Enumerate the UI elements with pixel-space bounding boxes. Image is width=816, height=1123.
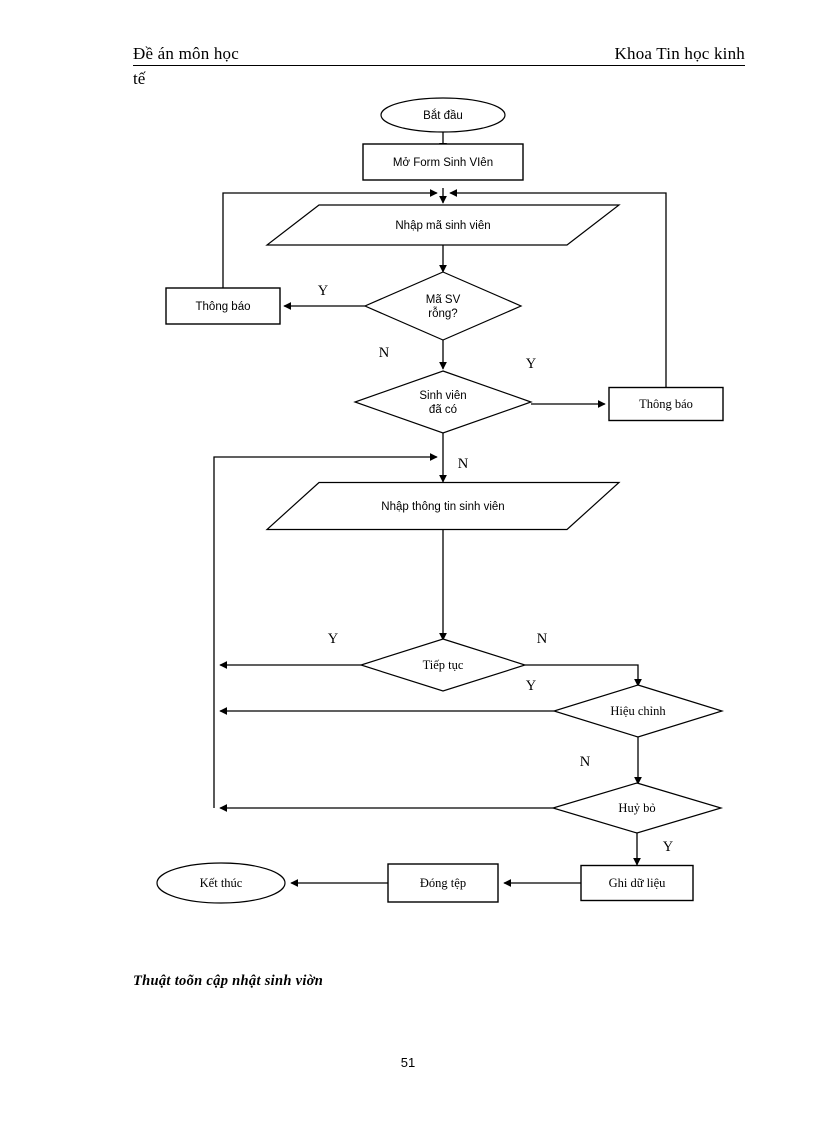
flow-node-label-msg1: Thông báo bbox=[196, 301, 251, 313]
flow-node-shape-start bbox=[380, 97, 506, 133]
flow-node-label-emptycode: rỗng? bbox=[428, 307, 457, 320]
edge-label-lbl-edit-y: Y bbox=[526, 678, 537, 694]
header-wrapped-text: tế bbox=[133, 69, 146, 88]
flow-node-shape-msg2 bbox=[608, 386, 724, 422]
edge-msg1-loopback bbox=[222, 189, 438, 288]
flow-node-inputinfo: Nhập thông tin sinh viên bbox=[265, 481, 621, 531]
flow-node-edit: Hiệu chỉnh bbox=[551, 684, 725, 738]
edge-msg2-loopback bbox=[449, 189, 667, 388]
flow-node-label-inputinfo: Nhập thông tin sinh viên bbox=[381, 501, 504, 513]
flow-node-label-savedata: Ghi dữ liệu bbox=[609, 876, 667, 890]
edge-label-lbl-empty-n: N bbox=[379, 345, 390, 361]
edge-label-lbl-cont-y: Y bbox=[328, 631, 339, 647]
flow-node-savedata: Ghi dữ liệu bbox=[580, 864, 694, 902]
flow-node-label-continue: Tiếp tục bbox=[423, 658, 464, 672]
flow-node-label-start: Bắt đầu bbox=[423, 109, 463, 122]
running-header: Đề án môn học Khoa Tin học kinh tế bbox=[133, 44, 745, 89]
flow-node-shape-cancel bbox=[550, 782, 724, 834]
flow-node-closefile: Đóng tệp bbox=[387, 863, 499, 903]
edge-label-lbl-exists-n: N bbox=[458, 456, 469, 472]
edge-leftbus-to-inputinfo bbox=[213, 453, 438, 808]
edge-layer bbox=[213, 132, 667, 887]
edge-label-lbl-cont-n: N bbox=[537, 631, 548, 647]
edge-label-lbl-edit-n: N bbox=[580, 754, 591, 770]
flow-node-label-openform: Mở Form Sinh VIên bbox=[393, 157, 493, 169]
edge-label-layer: Y N Y N Y N Y N Y bbox=[318, 283, 674, 855]
flow-node-label-end: Kết thúc bbox=[200, 876, 243, 890]
flow-node-cancel: Huỷ bỏ bbox=[550, 782, 724, 834]
flow-node-label-exists: Sinh viên bbox=[419, 390, 466, 402]
flow-node-shape-msg1 bbox=[165, 287, 281, 325]
flow-node-shape-openform bbox=[362, 143, 524, 181]
flow-node-shape-inputcode bbox=[265, 204, 621, 246]
header-right-text: Khoa Tin học kinh bbox=[614, 44, 745, 63]
flow-node-shape-savedata bbox=[580, 864, 694, 902]
flow-node-label-closefile: Đóng tệp bbox=[420, 876, 466, 890]
flow-node-shape-edit bbox=[551, 684, 725, 738]
page-number: 51 bbox=[400, 1055, 416, 1070]
flow-node-label-cancel: Huỷ bỏ bbox=[618, 801, 655, 815]
flow-node-exists: Sinh viên đã có bbox=[353, 370, 533, 434]
flow-node-label-exists: đã có bbox=[429, 404, 457, 416]
flow-node-shape-closefile bbox=[387, 863, 499, 903]
flow-node-end: Kết thúc bbox=[156, 862, 286, 904]
flow-node-shape-continue bbox=[359, 638, 527, 692]
flow-node-openform: Mở Form Sinh VIên bbox=[362, 143, 524, 181]
flow-node-label-emptycode: Mã SV bbox=[426, 294, 461, 306]
flow-node-label-msg2: Thông báo bbox=[639, 397, 693, 411]
header-rule-row: Đề án môn học Khoa Tin học kinh bbox=[133, 44, 745, 66]
flow-node-label-edit: Hiệu chỉnh bbox=[610, 704, 666, 718]
flow-node-label-inputcode: Nhập mã sinh viên bbox=[395, 220, 490, 232]
flow-node-shape-end bbox=[156, 862, 286, 904]
edge-continue-no-to-edit bbox=[525, 664, 642, 687]
edge-label-lbl-exists-y: Y bbox=[526, 356, 537, 372]
flow-node-shape-inputinfo bbox=[265, 481, 621, 531]
flow-node-shape-emptycode bbox=[363, 271, 523, 341]
flow-node-start: Bắt đầu bbox=[380, 97, 506, 133]
figure-caption: Thuật toõn cập nhật sinh viờn bbox=[133, 973, 324, 989]
edge-label-lbl-empty-y: Y bbox=[318, 283, 329, 299]
flow-node-msg1: Thông báo bbox=[165, 287, 281, 325]
flow-node-inputcode: Nhập mã sinh viên bbox=[265, 204, 621, 246]
header-left-text: Đề án môn học bbox=[133, 44, 239, 63]
flow-node-continue: Tiếp tục bbox=[359, 638, 527, 692]
flow-node-msg2: Thông báo bbox=[608, 386, 724, 422]
flow-node-shape-exists bbox=[353, 370, 533, 434]
edge-label-lbl-cancel-y: Y bbox=[663, 839, 674, 855]
